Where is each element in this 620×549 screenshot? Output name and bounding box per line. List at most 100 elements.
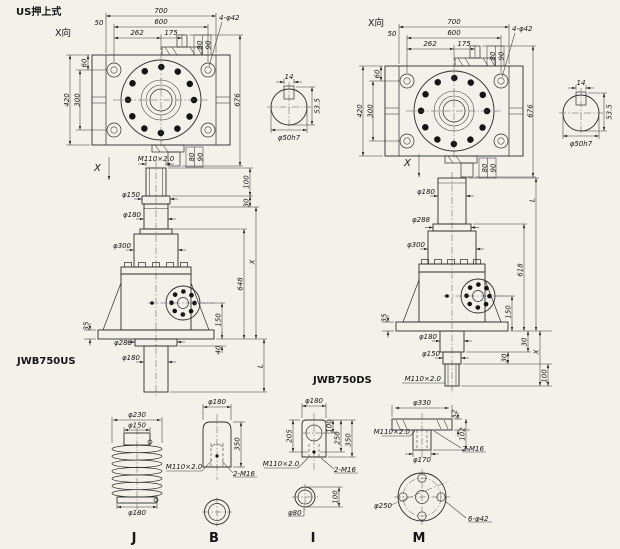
us-shaft-diameter: φ50h7 (278, 134, 301, 142)
part-b-dim-phi180: φ180 (208, 398, 227, 406)
us-front-dim-X: X (249, 259, 257, 265)
us-shaft-section: 14 53.5 φ50h7 (267, 73, 322, 142)
us-plan-dim-700: 700 (154, 7, 168, 15)
ds-front-dim-618: 618 (517, 263, 525, 277)
ds-front-section-arrow-label: X (403, 158, 412, 169)
ds-plan-dim-50: 50 (388, 30, 397, 38)
us-plan-view-direction-label: X向 (55, 27, 71, 39)
ds-front-dim-L: L (529, 198, 537, 202)
us-plan-dim-175: 175 (164, 29, 178, 37)
ds-plan-shaft-stubs (444, 45, 496, 178)
part-m-flange-plate: φ330 52 102 M110×2.0 φ170 2-M16 (374, 399, 492, 546)
us-plan-dim-50: 50 (95, 19, 104, 27)
drawing-title: US押上式 (16, 5, 61, 18)
us-plan-dim-420: 420 (63, 93, 71, 107)
us-front-section-arrow-label: X (93, 163, 102, 174)
us-plan-dim-600: 600 (154, 18, 168, 26)
part-b-dim-350: 350 (234, 437, 242, 451)
us-front-dim-phi180: φ180 (123, 211, 142, 219)
part-b-thread-spec: M110×2.0 (166, 463, 203, 471)
ds-plan-view: 700 600 50 262 175 4-φ42 80 90 60 420 30… (356, 18, 536, 179)
ds-front-dim-30b: 30 (501, 353, 509, 362)
us-front-dim-648: 648 (237, 277, 245, 291)
us-front-dim-150: 150 (215, 313, 223, 327)
ds-front-dim-150: 150 (505, 305, 513, 319)
us-plan-view: 700 600 50 262 175 4-φ42 80 90 60 420 30… (63, 7, 243, 168)
part-i-dim-phi80: φ80 (288, 509, 302, 517)
ds-front-dim-phi180-bottom: φ180 (419, 333, 438, 341)
ds-plan-dim-corner-holes: 4-φ42 (512, 25, 533, 33)
ds-plan-dim-700: 700 (447, 18, 461, 26)
ds-front-dim-X: X (533, 349, 541, 355)
ds-front-dim-phi180: φ180 (417, 188, 436, 196)
ds-plan-corner-holes (399, 73, 509, 149)
ds-plan-dim-420: 420 (356, 104, 364, 118)
us-front-flange-bolts (124, 262, 188, 268)
ds-front-dim-phi300: φ300 (407, 241, 426, 249)
part-i-thread-spec: M110×2.0 (263, 460, 300, 468)
part-m-dim-phi170: φ170 (413, 456, 432, 464)
us-plan-dim-80-bottom: 80 (188, 152, 196, 161)
us-front-dim-phi180-bottom: φ180 (122, 354, 141, 362)
us-plan-dim-90-top: 90 (205, 40, 213, 49)
part-b-tap-spec: 2-M16 (233, 470, 255, 478)
us-plan-dim-80-top: 80 (196, 40, 204, 49)
us-front-dim-100: 100 (243, 175, 251, 189)
us-front-thread-spec: M110×2.0 (138, 155, 175, 163)
ds-plan-dim-90-top: 90 (498, 51, 506, 60)
part-i-dim-phi180: φ180 (305, 397, 324, 405)
part-i-label: I (311, 531, 316, 546)
part-i-dim-100-end: 100 (332, 490, 340, 504)
us-plan-flange (113, 52, 209, 148)
ds-model-label: JWB750DS (312, 375, 372, 386)
ds-front-flange-bolts (421, 259, 481, 265)
part-i-dim-100: 100 (326, 419, 334, 433)
part-m-thread-spec: M110×2.0 (374, 428, 411, 436)
part-m-tap-spec: 2-M16 (462, 445, 484, 453)
ds-plan-dim-676: 676 (527, 104, 535, 118)
part-m-label: M (413, 531, 426, 546)
us-front-dim-phi288: φ288 (114, 339, 133, 347)
ds-plan-dim-60: 60 (374, 69, 382, 78)
ds-shaft-key-height: 53.5 (606, 104, 614, 120)
us-plan-dim-60: 60 (81, 58, 89, 67)
ds-plan-dim-80-top: 80 (489, 51, 497, 60)
ds-shaft-key-width: 14 (577, 79, 586, 87)
part-j-dim-phi230: φ230 (128, 411, 147, 419)
us-front-dim-L: L (257, 364, 265, 368)
ds-front-dim-100: 100 (541, 369, 549, 383)
ds-shaft-section: 14 53.5 φ50h7 (559, 79, 614, 148)
ds-front-thread-spec: M110×2.0 (405, 375, 442, 383)
us-shaft-key-height: 53.5 (314, 98, 322, 114)
us-plan-dim-corner-holes: 4-φ42 (219, 14, 240, 22)
ds-plan-flange (406, 63, 502, 159)
part-j-label: J (131, 531, 137, 546)
part-m-dim-102: 102 (459, 427, 467, 441)
us-front-dim-35: 35 (83, 321, 91, 330)
part-m-dim-bolt-holes: 6-φ42 (468, 515, 489, 523)
ds-front-dim-phi288: φ288 (412, 216, 431, 224)
us-front-dim-phi300: φ300 (113, 242, 132, 250)
us-shaft-key-width: 14 (285, 73, 294, 81)
part-j-bellows-ribs (111, 444, 163, 498)
part-b-top-cap: φ180 350 M110×2.0 2-M16 B (166, 398, 257, 546)
part-j-bellows: φ230 φ150 φ180 J (111, 411, 163, 546)
ds-shaft-diameter: φ50h7 (570, 140, 593, 148)
part-j-dim-phi180: φ180 (128, 509, 147, 517)
part-i-clevis-end: φ180 205 100 250 350 M110×2.0 2-M16 φ80 … (263, 397, 358, 546)
ds-plan-dim-90-bottom: 90 (490, 163, 498, 172)
us-front-dim-40: 40 (215, 345, 223, 354)
ds-front-dim-35: 35 (381, 313, 389, 322)
part-b-label: B (209, 531, 219, 546)
us-plan-corner-holes (106, 62, 216, 138)
us-plan-dim-676: 676 (234, 93, 242, 107)
ds-plan-dim-175: 175 (457, 40, 471, 48)
part-i-dim-350: 350 (345, 433, 353, 447)
part-i-tap-spec: 2-M16 (334, 466, 356, 474)
ds-plan-view-direction-label: X向 (368, 17, 384, 29)
us-plan-dim-90-bottom: 90 (197, 152, 205, 161)
part-i-dim-250: 250 (334, 431, 342, 445)
part-m-bottom-view (390, 469, 450, 525)
us-plan-dim-262: 262 (130, 29, 144, 37)
